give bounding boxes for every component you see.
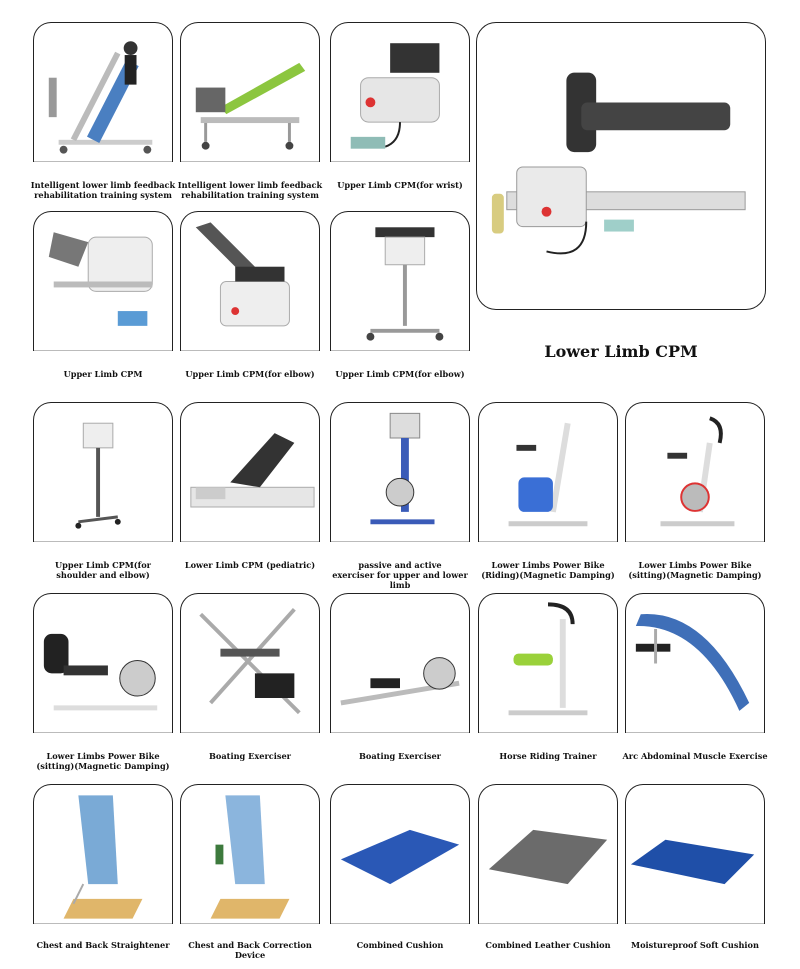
product-card-upper-limb-wrist[interactable] [330, 22, 470, 162]
product-caption: Upper Limb CPM(for elbow) [185, 369, 315, 379]
product-card-moistureproof-cushion[interactable] [625, 784, 765, 924]
product-caption: Moistureproof Soft Cushion [631, 940, 759, 950]
product-caption: Lower Limbs Power Bike (sitting)(Magneti… [36, 751, 170, 771]
product-card-upper-limb-elbow-2[interactable] [330, 211, 470, 351]
shoulder-elbow-image [75, 422, 121, 529]
product-card-power-bike-sitting-1[interactable] [625, 402, 765, 542]
product-card-chest-back-correction[interactable] [180, 784, 320, 924]
product-card-lower-limb-pediatric[interactable] [180, 402, 320, 542]
product-caption: Upper Limb CPM(for wrist) [337, 180, 463, 190]
product-caption: Upper Limb CPM [63, 369, 143, 379]
rower-image [199, 607, 301, 715]
product-caption: Combined Cushion [356, 940, 444, 950]
product-caption: Chest and Back Straightener [36, 940, 170, 950]
product-caption: Intelligent lower limb feedback rehabili… [30, 180, 176, 200]
bike-riding-image [508, 422, 588, 527]
recumbent-bike-image [43, 633, 158, 711]
product-card-shoulder-elbow[interactable] [33, 402, 173, 542]
product-caption: Upper Limb CPM(for shoulder and elbow) [55, 560, 151, 580]
product-caption: Lower Limbs Power Bike (Riding)(Magnetic… [481, 560, 615, 580]
product-caption: Arc Abdominal Muscle Exercise [622, 751, 768, 761]
product-card-horse-riding[interactable] [478, 593, 618, 733]
product-card-passive-active[interactable] [330, 402, 470, 542]
product-caption: Lower Limb CPM (pediatric) [184, 560, 316, 570]
product-caption: Intelligent lower limb feedback rehabili… [177, 180, 323, 200]
wrist-cpm-image [350, 43, 440, 149]
correction-device-image [210, 795, 290, 919]
product-card-boating-1[interactable] [180, 593, 320, 733]
product-caption: Chest and Back Correction Device [188, 940, 312, 960]
product-card-chest-back-straightener[interactable] [33, 784, 173, 924]
lower-limb-cpm-image [491, 72, 746, 255]
product-caption: Lower Limbs Power Bike (sitting)(Magneti… [628, 560, 762, 580]
product-card-boating-2[interactable] [330, 593, 470, 733]
tilt-table-image [48, 41, 153, 154]
upper-limb-cpm-image [48, 232, 153, 326]
product-card-upper-limb-elbow-1[interactable] [180, 211, 320, 351]
product-caption: Boating Exerciser [359, 751, 441, 761]
passive-active-image [370, 412, 435, 525]
elbow-stand-image [366, 227, 444, 341]
arc-bench-image [635, 613, 750, 711]
product-card-upper-limb-cpm[interactable] [33, 211, 173, 351]
soft-cushion-image [630, 839, 755, 885]
product-caption: passive and active exerciser for upper a… [332, 560, 468, 590]
product-caption: Combined Leather Cushion [485, 940, 611, 950]
product-card-arc-abdominal[interactable] [625, 593, 765, 733]
featured-product-card[interactable] [476, 22, 766, 310]
product-caption: Boating Exerciser [209, 751, 291, 761]
product-card-lower-limb-feedback-2[interactable] [180, 22, 320, 162]
straightener-image [63, 795, 143, 919]
product-caption: Upper Limb CPM(for elbow) [335, 369, 465, 379]
product-card-power-bike-sitting-2[interactable] [33, 593, 173, 733]
product-card-combined-cushion[interactable] [330, 784, 470, 924]
product-card-power-bike-riding[interactable] [478, 402, 618, 542]
product-caption: Horse Riding Trainer [499, 751, 597, 761]
product-card-combined-leather-cushion[interactable] [478, 784, 618, 924]
grey-cushion-image [488, 829, 608, 885]
pediatric-cpm-image [190, 433, 315, 508]
product-card-lower-limb-feedback-1[interactable] [33, 22, 173, 162]
elbow-cpm-image [195, 222, 290, 327]
blue-cushion-image [340, 829, 460, 885]
bike-sitting-image [660, 416, 735, 527]
tilt-bed-image [195, 62, 306, 150]
rower-flywheel-image [340, 657, 460, 706]
featured-title: Lower Limb CPM [544, 342, 698, 361]
horse-trainer-image [508, 602, 588, 716]
